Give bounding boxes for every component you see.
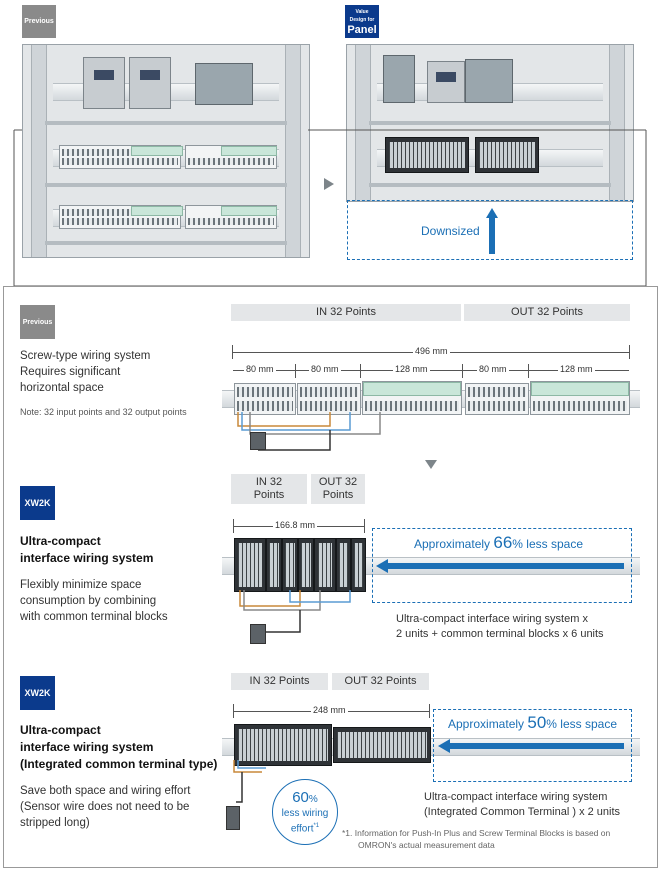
wiring-cables — [237, 412, 381, 451]
controller-unit — [465, 59, 513, 103]
space-saving-label: Approximately 50% less space — [448, 713, 617, 732]
previous-cabinet — [22, 44, 310, 258]
xw2k-interface-block — [385, 137, 469, 173]
total-width-dimension: 496 mm — [413, 346, 450, 356]
header-out-32: OUT 32 Points — [464, 304, 630, 321]
xw2k-integrated-block — [234, 724, 332, 766]
space-saving-box — [433, 709, 632, 782]
arrow-left-icon — [376, 559, 388, 573]
header-in-32: IN 32 Points — [231, 304, 461, 321]
screw-terminal-block — [59, 145, 181, 169]
power-supply-unit — [383, 55, 415, 103]
arrow-left-icon — [438, 739, 450, 753]
controller-unit — [195, 63, 253, 105]
header-in-32: IN 32 Points — [231, 673, 328, 690]
panel-cabinet — [346, 44, 634, 202]
space-saving-label: Approximately 66% less space — [414, 533, 583, 552]
downsized-area — [347, 200, 633, 260]
power-supply-unit — [83, 57, 125, 109]
common-terminal-block — [351, 538, 366, 592]
xw2k-title: Ultra-compact interface wiring system — [20, 534, 154, 565]
downsized-label: Downsized — [421, 224, 480, 238]
xw2k-caption: Ultra-compact interface wiring system x … — [396, 613, 604, 640]
xw2k-badge: XW2K — [20, 486, 55, 520]
terminal-block-label — [221, 206, 277, 216]
terminal-block-label — [131, 206, 183, 216]
footnote: *1. Information for Push-In Plus and Scr… — [342, 828, 611, 850]
previous-description: Screw-type wiring system Requires signif… — [20, 350, 151, 394]
xw2k-interface-block — [475, 137, 539, 173]
xw2k-integrated-description: Save both space and wiring effort (Senso… — [20, 785, 191, 829]
common-terminal-block — [336, 538, 351, 592]
zoom-connector-lines — [13, 129, 647, 287]
wiring-effort-circle: 60% less wiring effort*1 — [272, 779, 338, 845]
xw2k-integrated-caption: Ultra-compact interface wiring system (I… — [424, 791, 621, 818]
wiring-cables — [239, 590, 351, 633]
xw2k-description: Flexibly minimize space consumption by c… — [20, 579, 168, 623]
common-terminal-block — [266, 538, 282, 592]
dimension-label: 80 mm — [309, 364, 341, 374]
xw2k-integrated-title: Ultra-compact interface wiring system (I… — [20, 723, 218, 771]
screw-terminal-block — [465, 383, 529, 415]
value-design-panel-badge: Value Design for Panel — [345, 5, 379, 38]
screw-terminal-block — [297, 383, 361, 415]
screw-terminal-block — [530, 381, 630, 415]
screw-terminal-block — [234, 383, 296, 415]
common-terminal-block — [298, 538, 314, 592]
space-saving-box — [372, 528, 632, 603]
common-terminal-block — [282, 538, 298, 592]
wiring-cables — [233, 760, 266, 803]
power-supply-unit — [129, 57, 171, 109]
screw-terminal-block — [362, 381, 462, 415]
terminal-block-label — [221, 146, 277, 156]
power-supply-unit — [427, 61, 465, 103]
header-out-32: OUT 32 Points — [332, 673, 429, 690]
previous-note: Note: 32 input points and 32 output poin… — [20, 407, 187, 417]
xw2k-interface-block — [234, 538, 266, 592]
width-dimension: 166.8 mm — [273, 520, 318, 530]
width-dimension: 248 mm — [311, 705, 348, 715]
cable-connector — [226, 806, 240, 830]
arrow-down-icon — [425, 460, 437, 469]
xw2k-integrated-block — [333, 727, 431, 763]
dimension-label: 128 mm — [558, 364, 595, 374]
previous-badge-top: Previous — [22, 5, 56, 38]
cable-connector — [250, 432, 266, 450]
dimension-label: 80 mm — [477, 364, 509, 374]
detail-frame — [3, 286, 658, 868]
arrow-up-icon — [486, 208, 498, 218]
xw2k-badge: XW2K — [20, 676, 55, 710]
dimension-label: 80 mm — [244, 364, 276, 374]
dimension-label: 128 mm — [393, 364, 430, 374]
terminal-block-label — [131, 146, 183, 156]
previous-badge: Previous — [20, 305, 55, 339]
cable-connector — [250, 624, 266, 644]
arrow-right-icon — [324, 178, 334, 190]
xw2k-interface-block — [314, 538, 336, 592]
